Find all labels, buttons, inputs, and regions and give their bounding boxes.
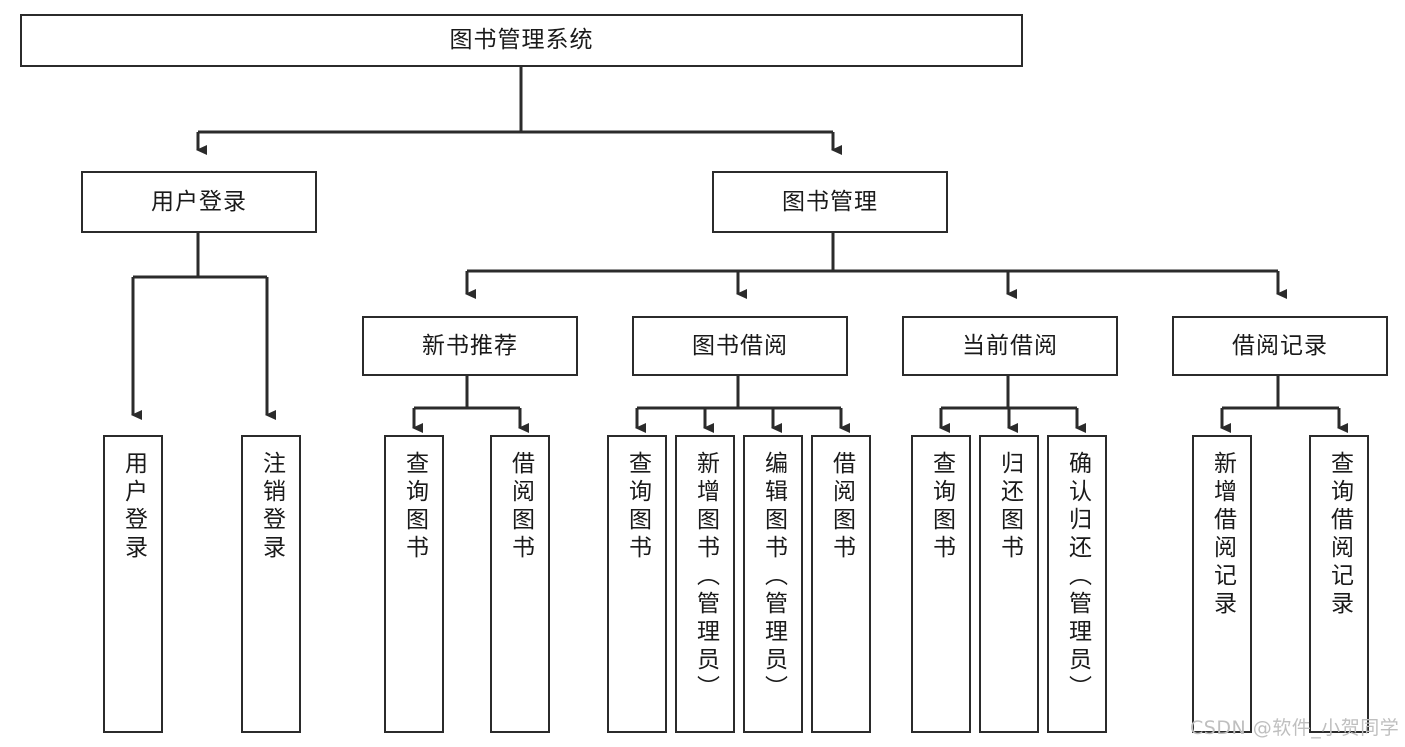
node-leaf-borrow-book-1[interactable]: 借阅图书 (490, 435, 550, 733)
node-current-borrow-label: 当前借阅 (962, 332, 1058, 359)
node-leaf-add-book[interactable]: 新增图书（管理员） (675, 435, 735, 733)
node-root-label: 图书管理系统 (449, 27, 594, 53)
node-borrow-record[interactable]: 借阅记录 (1172, 316, 1388, 376)
node-leaf-user-login[interactable]: 用户登录 (103, 435, 163, 733)
node-leaf-confirm-return-label: 确认归还（管理员） (1064, 451, 1091, 703)
node-leaf-query-book-2[interactable]: 查询图书 (607, 435, 667, 733)
node-leaf-user-login-label: 用户登录 (120, 451, 147, 563)
node-leaf-add-record[interactable]: 新增借阅记录 (1192, 435, 1252, 733)
node-leaf-edit-book[interactable]: 编辑图书（管理员） (743, 435, 803, 733)
node-user-login-label: 用户登录 (151, 188, 247, 215)
node-leaf-return-book-label: 归还图书 (996, 451, 1023, 563)
node-leaf-borrow-book-1-label: 借阅图书 (507, 451, 534, 563)
node-leaf-query-book-3-label: 查询图书 (928, 451, 955, 563)
node-book-manage[interactable]: 图书管理 (712, 171, 948, 233)
node-leaf-query-record[interactable]: 查询借阅记录 (1309, 435, 1369, 733)
node-book-borrow-label: 图书借阅 (692, 332, 788, 359)
node-book-borrow[interactable]: 图书借阅 (632, 316, 848, 376)
node-leaf-return-book[interactable]: 归还图书 (979, 435, 1039, 733)
node-borrow-record-label: 借阅记录 (1232, 332, 1328, 359)
node-leaf-query-book-2-label: 查询图书 (624, 451, 651, 563)
node-leaf-add-book-label: 新增图书（管理员） (692, 451, 719, 703)
node-leaf-query-record-label: 查询借阅记录 (1326, 451, 1353, 619)
node-leaf-logout-login[interactable]: 注销登录 (241, 435, 301, 733)
node-user-login[interactable]: 用户登录 (81, 171, 317, 233)
node-book-manage-label: 图书管理 (782, 188, 878, 215)
node-leaf-borrow-book-2[interactable]: 借阅图书 (811, 435, 871, 733)
node-new-book-rec-label: 新书推荐 (422, 332, 518, 359)
node-leaf-query-book-3[interactable]: 查询图书 (911, 435, 971, 733)
node-current-borrow[interactable]: 当前借阅 (902, 316, 1118, 376)
csdn-watermark: CSDN @软件_小贺同学 (1190, 717, 1400, 739)
node-new-book-rec[interactable]: 新书推荐 (362, 316, 578, 376)
node-leaf-borrow-book-2-label: 借阅图书 (828, 451, 855, 563)
node-leaf-query-book-1[interactable]: 查询图书 (384, 435, 444, 733)
node-leaf-confirm-return[interactable]: 确认归还（管理员） (1047, 435, 1107, 733)
node-leaf-query-book-1-label: 查询图书 (401, 451, 428, 563)
node-leaf-add-record-label: 新增借阅记录 (1209, 451, 1236, 619)
node-leaf-edit-book-label: 编辑图书（管理员） (760, 451, 787, 703)
node-leaf-logout-login-label: 注销登录 (258, 451, 285, 563)
node-root[interactable]: 图书管理系统 (20, 14, 1023, 67)
